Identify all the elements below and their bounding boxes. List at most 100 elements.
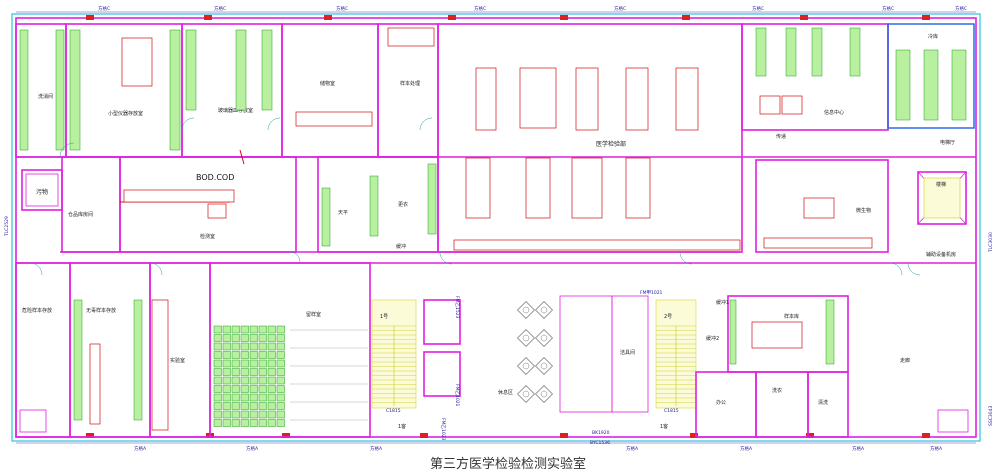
shelf-unit (222, 385, 231, 393)
rest-table-top (540, 306, 548, 314)
work-bench (123, 189, 235, 203)
stair-landing (19, 409, 47, 433)
rest-table (535, 329, 553, 347)
shelf-unit (240, 342, 249, 351)
work-bench (759, 95, 781, 115)
shelf-unit (276, 393, 285, 402)
room-label: 楼梯 (936, 181, 946, 188)
shelf-unit (213, 402, 222, 410)
room-label: 电梯厅 (940, 139, 955, 146)
work-bench (295, 111, 373, 127)
room-cleaning (807, 371, 849, 438)
shelf-unit (267, 334, 276, 342)
work-bench (387, 27, 435, 47)
room-label: 传递 (776, 133, 786, 140)
room-label: 小型仪器存放室 (108, 110, 143, 117)
fume-hood (207, 203, 227, 219)
shelf-unit (267, 359, 276, 368)
room-label: 医学检验部 (596, 140, 626, 148)
shelf-unit (258, 385, 267, 393)
room-label: 更衣 (398, 201, 408, 208)
shelf-unit (249, 419, 258, 427)
room-label: 实验室 (170, 357, 185, 364)
axis-bottom-label: 方格A (246, 445, 259, 452)
room-label: 危险样本存放 (22, 307, 52, 314)
bottom-axis-labels: 方格A 方格A 方格A 方格A 方格A 方格A 方格A (134, 445, 943, 452)
axis-top-label: 方格C (955, 5, 967, 12)
shelf-unit (249, 410, 258, 419)
top-axis-labels: 方格C 方格C 方格C 方格C 方格C 方格C 方格C 方格C (98, 5, 967, 12)
building-outline (11, 13, 981, 442)
shelf-unit (249, 368, 258, 376)
shelf-unit (258, 368, 267, 376)
axis-top-label: 方格C (474, 5, 486, 12)
stair-landing (937, 409, 969, 433)
room-label: 缓冲 (396, 243, 406, 250)
shelf-unit (276, 385, 285, 393)
shelf-unit (258, 419, 267, 427)
shelf-unit (213, 334, 222, 342)
shelf-unit (276, 402, 285, 410)
axis-top-label: 方格C (752, 5, 764, 12)
shelf-unit (240, 334, 249, 342)
room-label: 洁具间 (620, 349, 635, 356)
room-label: 洗消间 (38, 93, 53, 100)
room-label: 冷库 (928, 33, 938, 40)
room-label: 休息区 (498, 389, 513, 396)
shelf-unit (267, 410, 276, 419)
room-label: 缓冲1 (716, 299, 729, 306)
axis-bottom-label: 方格A (370, 445, 383, 452)
room-label: 储物室 (320, 80, 335, 87)
shelf-unit (213, 410, 222, 419)
shelf-unit (240, 419, 249, 427)
side-label-right: SSC3043 (988, 406, 994, 426)
axis-top-label: 方格C (336, 5, 348, 12)
work-bench (151, 299, 169, 431)
room-storage (281, 23, 379, 158)
room-label: 样本库 (784, 313, 799, 320)
door-label: FM甲1021 (640, 290, 663, 296)
shelf-unit (276, 342, 285, 351)
work-bench (751, 321, 803, 349)
work-bench (781, 95, 803, 115)
shelf-unit (231, 351, 240, 359)
axis-top-label: 方格C (614, 5, 626, 12)
bench-group (19, 29, 65, 151)
red-marker (239, 149, 245, 165)
stair-treads (372, 325, 416, 406)
shelf-unit (249, 376, 258, 385)
shelf-unit (222, 393, 231, 402)
room-label: 缓冲2 (706, 335, 719, 342)
shelf-unit (258, 410, 267, 419)
top-axis-markers (86, 15, 930, 20)
stair-treads (656, 325, 696, 406)
shelf-unit (231, 419, 240, 427)
shelf-unit (249, 325, 258, 334)
shelf-unit (258, 342, 267, 351)
bench-group (895, 49, 967, 121)
shelf-unit (258, 351, 267, 359)
shelf-unit (231, 342, 240, 351)
room-laundry (755, 371, 809, 438)
rest-table-top (540, 334, 548, 342)
shelf-unit (213, 342, 222, 351)
shelf-unit (231, 393, 240, 402)
room-restroom (559, 295, 613, 413)
axis-top-label: 方格C (882, 5, 894, 12)
room-label: 清洗 (818, 399, 828, 406)
shelf-unit (213, 359, 222, 368)
rest-table (535, 385, 553, 403)
rest-table-top (522, 334, 530, 342)
shelf-unit (267, 368, 276, 376)
shelf-unit (267, 376, 276, 385)
shelf-unit (276, 359, 285, 368)
shelf-unit (258, 402, 267, 410)
rest-table-top (522, 390, 530, 398)
shelf-unit (240, 368, 249, 376)
shelf-unit (222, 368, 231, 376)
shelf-unit (249, 351, 258, 359)
rest-table (517, 329, 535, 347)
room-cold-storage (887, 23, 975, 129)
rest-table-top (540, 390, 548, 398)
